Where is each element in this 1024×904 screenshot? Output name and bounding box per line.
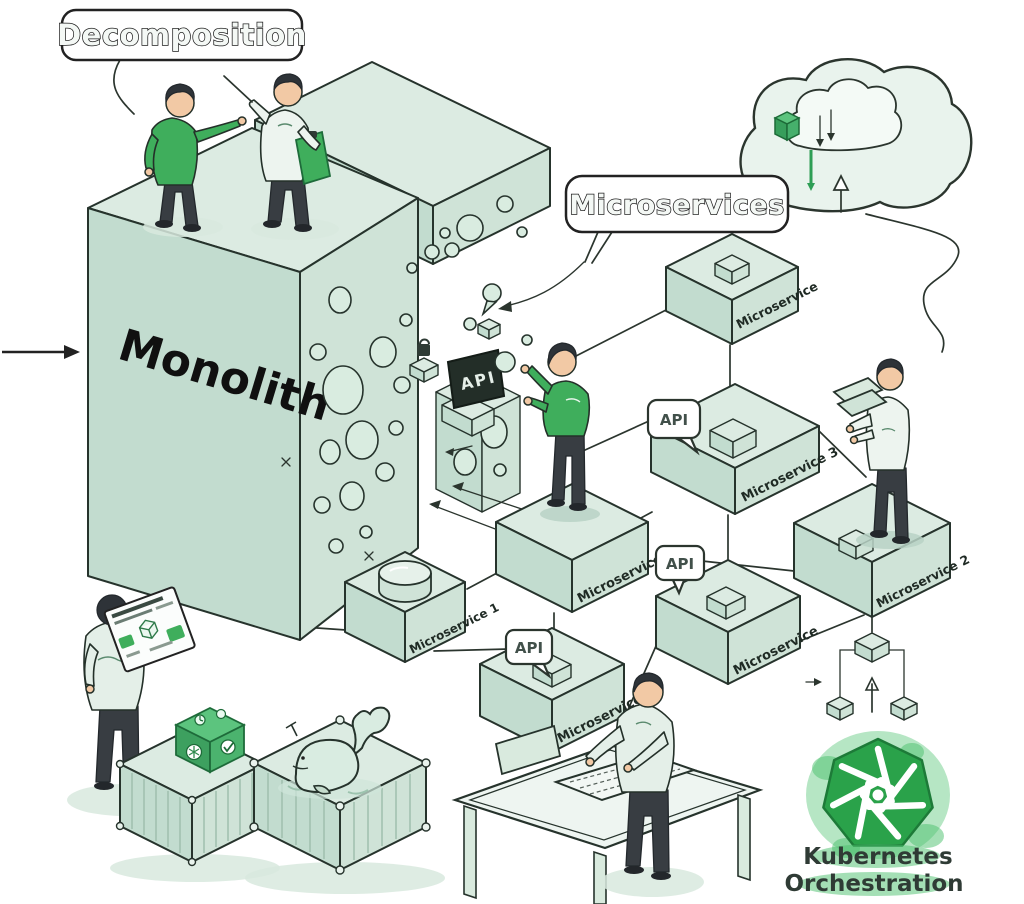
cloud: [739, 58, 973, 213]
green-parcel-icon: [173, 706, 247, 774]
mini-cube-lock: [409, 338, 439, 383]
curved-arrow-icon: [498, 261, 585, 312]
decomposition-label: Decomposition: [56, 8, 307, 115]
dashboard-tablet: [103, 586, 196, 673]
api-bubble-3: API: [504, 628, 554, 680]
person-keyboard: [585, 672, 704, 897]
api-bubble-1: API: [646, 398, 702, 456]
container-ribs: [131, 773, 253, 853]
container-right: [245, 706, 445, 894]
monolith-bubbles: [281, 286, 413, 561]
package-icon: [773, 111, 801, 142]
api-bubble-label: API: [515, 639, 543, 657]
cube-tree: [805, 632, 918, 721]
api-bubble-label: API: [666, 555, 694, 573]
left-arrow-icon: [2, 345, 80, 359]
cloud-connector-curve: [865, 213, 960, 353]
inner-cloud-icon: [785, 78, 903, 152]
shirt-logo: [565, 398, 581, 403]
api-screen: API: [441, 348, 506, 437]
database-cylinder-icon: [378, 560, 432, 603]
microservice-box-one: Microservice 1: [344, 551, 501, 663]
decomposition-text: Decomposition: [57, 18, 307, 52]
person-monolith-green: [143, 83, 247, 237]
microservices-text: Microservices: [569, 190, 784, 221]
person-monolith-clipboard: [223, 73, 339, 240]
cube-icon: [138, 619, 159, 639]
check-badge-icon: [220, 739, 236, 755]
slab-holes: [444, 195, 528, 258]
shirt-logo: [881, 428, 896, 432]
download-arrows-icon: [816, 109, 835, 147]
shirt-logo: [635, 721, 652, 726]
api-bubble-2: API: [654, 544, 706, 596]
container-left: [110, 706, 280, 882]
table-box: [494, 724, 562, 776]
person-center-green: [520, 342, 600, 522]
floating-bubbles: [406, 227, 533, 373]
monolith: Monolith: [87, 127, 419, 641]
api-bubble-label: API: [660, 411, 688, 429]
extracted-cube: [477, 318, 501, 340]
microservice-box-center-two: Microservice 2: [495, 483, 677, 613]
microservice-box-right-middle: Microservice: [655, 559, 821, 685]
microservice-box-top-right: Microservice: [665, 233, 820, 345]
fragment-cluster: API: [406, 227, 641, 569]
container-ribs: [267, 773, 411, 860]
tree-up-arrow-icon: [864, 676, 880, 713]
kubernetes-logo-icon: [806, 731, 950, 859]
laptop-icon: [832, 376, 888, 418]
docker-whale-icon: [278, 706, 391, 799]
cloud-up-arrow-icon: [832, 173, 850, 213]
microservices-label: Microservices: [498, 174, 790, 312]
lock-icon: [417, 344, 430, 356]
kubernetes-caption-line1: Kubernetes: [803, 844, 952, 870]
kubernetes-caption-line2: Orchestration: [784, 871, 963, 897]
person-laptop: [832, 358, 924, 549]
pointer-stick-icon: [223, 75, 253, 103]
kubernetes-caption: Kubernetes Orchestration: [784, 844, 964, 897]
tree-right-arrow-icon: [805, 678, 822, 686]
shirt-logo: [277, 123, 293, 127]
